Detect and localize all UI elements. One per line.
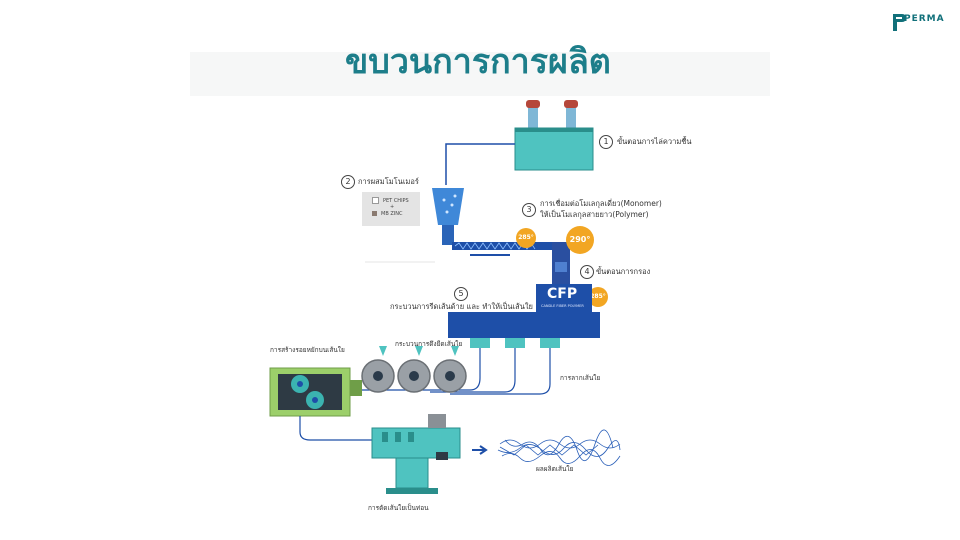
drying-tank [514, 100, 594, 171]
step-4-label: ขั้นตอนการกรอง [596, 267, 651, 276]
mb-zinc-swatch [372, 211, 377, 216]
step-5-label: กระบวนการรีดเส้นด้าย และ ทำให้เป็นเส้นใย [390, 302, 533, 311]
spinneret-manifold [448, 312, 600, 348]
cutting-label: การตัดเส้นใยเป็นท่อน [368, 504, 429, 512]
page-title: ขบวนการการผลิต [345, 42, 611, 82]
drawing-rollers [361, 346, 467, 393]
mixing-hopper [432, 188, 464, 245]
cfp-box [536, 284, 592, 312]
logo-text: PERMA [904, 14, 945, 24]
step-3-number: 3 [522, 203, 536, 217]
step-2-number: 2 [341, 175, 355, 189]
arrow-right-icon [472, 445, 488, 455]
temperature-badge-3: 285° [588, 287, 608, 307]
spinning-label: กระบวนการดึงยืดเส้นใย [395, 340, 463, 348]
fiber-output [497, 429, 621, 466]
extruder-screw [452, 242, 552, 256]
chip-item-pet: PET CHIPS [372, 197, 409, 204]
pet-chips-label: PET CHIPS [383, 198, 409, 204]
feed-pipe [445, 143, 515, 185]
title-background-watermark [190, 52, 770, 96]
chips-box [362, 192, 420, 226]
chip-item-zinc: MB ZINC [372, 211, 402, 217]
pet-chips-swatch [372, 197, 379, 204]
step-1-number: 1 [599, 135, 613, 149]
collect-label: การลากเส้นใย [560, 374, 601, 382]
filter-column [552, 242, 570, 286]
cutting-machine [371, 414, 461, 494]
logo-mark-icon [893, 14, 906, 31]
crimping-machine [269, 367, 362, 417]
step-3-label-line2: ให้เป็นโมเลกุลสายยาว(Polymer) [540, 210, 649, 219]
temperature-badge-2: 290° [566, 226, 594, 254]
temperature-badge-1: 285° [516, 228, 536, 248]
step-1-label: ขั้นตอนการไล่ความชื้น [617, 137, 692, 146]
crimping-label: การสร้างรอยหยักบนเส้นใย [270, 346, 345, 354]
step-4-number: 4 [580, 265, 594, 279]
perma-logo: PERMA [892, 12, 952, 36]
cfp-sublabel: CANDLE FIBER POLYMER [541, 304, 584, 308]
step-3-label-line1: การเชื่อมต่อโมเลกุลเดี่ยว(Monomer) [540, 199, 662, 208]
step-2-label: การผสมโมโนเมอร์ [358, 177, 419, 186]
fiber-output-label: ผลผลิตเส้นใย [536, 465, 574, 473]
chip-plus: + [390, 204, 395, 210]
mb-zinc-label: MB ZINC [381, 211, 403, 217]
cfp-label: CFP [547, 286, 578, 302]
step-5-number: 5 [454, 287, 468, 301]
